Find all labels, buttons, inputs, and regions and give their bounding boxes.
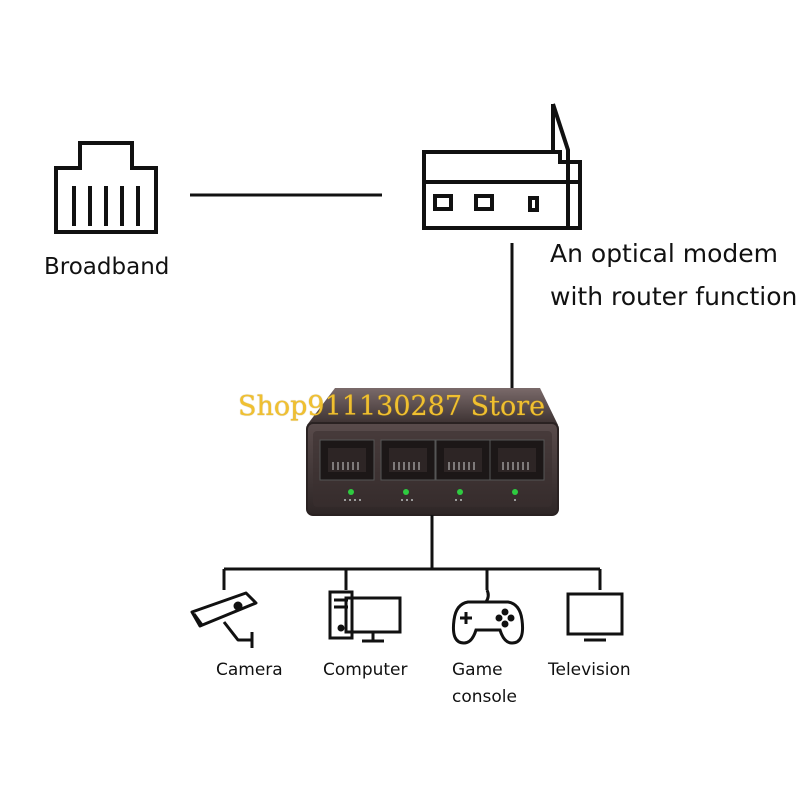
ethernet-port-4 bbox=[489, 439, 545, 481]
ethernet-port-3 bbox=[435, 439, 491, 481]
desktop-computer-icon bbox=[328, 590, 402, 643]
game-console-label-line-1: Game bbox=[452, 660, 503, 680]
game-console-label: Game console bbox=[452, 657, 517, 711]
port-led-4 bbox=[512, 489, 518, 495]
modem-label: An optical modem with router function bbox=[550, 232, 797, 318]
game-console-label-line-2: console bbox=[452, 687, 517, 707]
tv-monitor-icon bbox=[566, 592, 624, 642]
rj45-ethernet-port-icon bbox=[54, 141, 158, 234]
ethernet-port-2 bbox=[380, 439, 436, 481]
modem-router-icon bbox=[422, 103, 582, 230]
broadband-label: Broadband bbox=[44, 254, 170, 280]
camera-label: Camera bbox=[216, 660, 283, 680]
television-label: Television bbox=[548, 660, 631, 680]
gamepad-icon bbox=[452, 589, 524, 645]
cctv-camera-icon bbox=[190, 591, 258, 648]
distribution-lines bbox=[222, 515, 602, 590]
modem-label-line-2: with router function bbox=[550, 282, 798, 311]
store-watermark: Shop911130287 Store bbox=[238, 391, 546, 422]
ethernet-switch bbox=[306, 388, 559, 516]
port-led-2 bbox=[403, 489, 409, 495]
modem-label-line-1: An optical modem bbox=[550, 239, 779, 268]
ethernet-port-1 bbox=[319, 439, 375, 481]
port-led-3 bbox=[457, 489, 463, 495]
port-led-1 bbox=[348, 489, 354, 495]
computer-label: Computer bbox=[323, 660, 408, 680]
